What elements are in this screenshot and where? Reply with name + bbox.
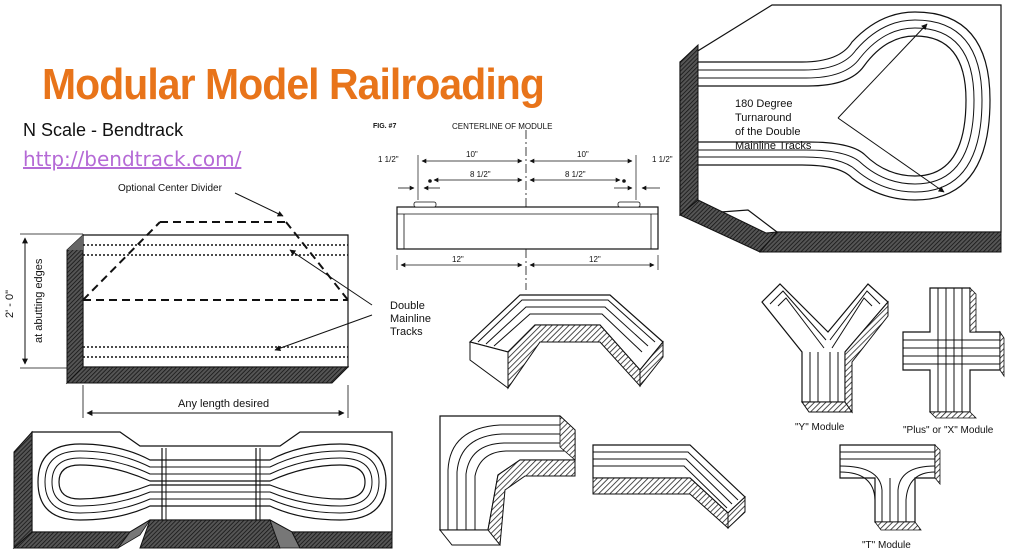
fig-label: FIG. #7	[373, 123, 396, 130]
centerline-label: CENTERLINE OF MODULE	[452, 122, 552, 131]
any-length-label: Any length desired	[178, 398, 269, 410]
plus-module-label: "Plus" or "X" Module	[903, 425, 994, 436]
straight-module-drawing	[20, 192, 373, 418]
t-module-drawing	[839, 444, 941, 531]
cross-section-drawing	[396, 130, 660, 290]
dim-1-5-right: 1 1/2"	[652, 155, 673, 164]
optional-divider-label: Optional Center Divider	[118, 183, 223, 194]
y-module-label: "Y" Module	[795, 422, 845, 433]
dim-10-right: 10"	[577, 150, 589, 159]
dim-12-right: 12"	[589, 255, 601, 264]
dim-8-5-left: 8 1/2"	[470, 170, 491, 179]
dim-12-left: 12"	[452, 255, 464, 264]
page-title: Modular Model Railroading	[42, 60, 545, 109]
turnaround-label-2: Turnaround	[735, 112, 791, 124]
turnaround-module-drawing	[679, 4, 1002, 253]
y-module-drawing	[761, 283, 889, 414]
angled-bend-module-drawing	[468, 294, 664, 390]
double-mainline-label-2: Mainline	[390, 313, 431, 325]
transition-module-drawing	[592, 444, 746, 530]
t-module-label: "T" Module	[862, 540, 911, 551]
dim-10-left: 10"	[466, 150, 478, 159]
dim-8-5-right: 8 1/2"	[565, 170, 586, 179]
page-subtitle: N Scale - Bendtrack	[23, 120, 184, 140]
height-sub-label: at abutting edges	[33, 258, 45, 343]
plus-module-drawing	[902, 287, 1005, 419]
dogbone-module-drawing	[12, 430, 393, 550]
corner-module-drawing	[438, 415, 576, 546]
double-mainline-label-3: Tracks	[390, 326, 423, 338]
double-mainline-label-1: Double	[390, 300, 425, 312]
bendtrack-link[interactable]: http://bendtrack.com/	[23, 147, 242, 171]
height-label: 2' - 0"	[4, 290, 16, 318]
turnaround-label-3: of the Double	[735, 126, 800, 138]
turnaround-label-4: Mainline Tracks	[735, 140, 812, 152]
turnaround-label-1: 180 Degree	[735, 98, 793, 110]
dim-1-5-left: 1 1/2"	[378, 155, 399, 164]
